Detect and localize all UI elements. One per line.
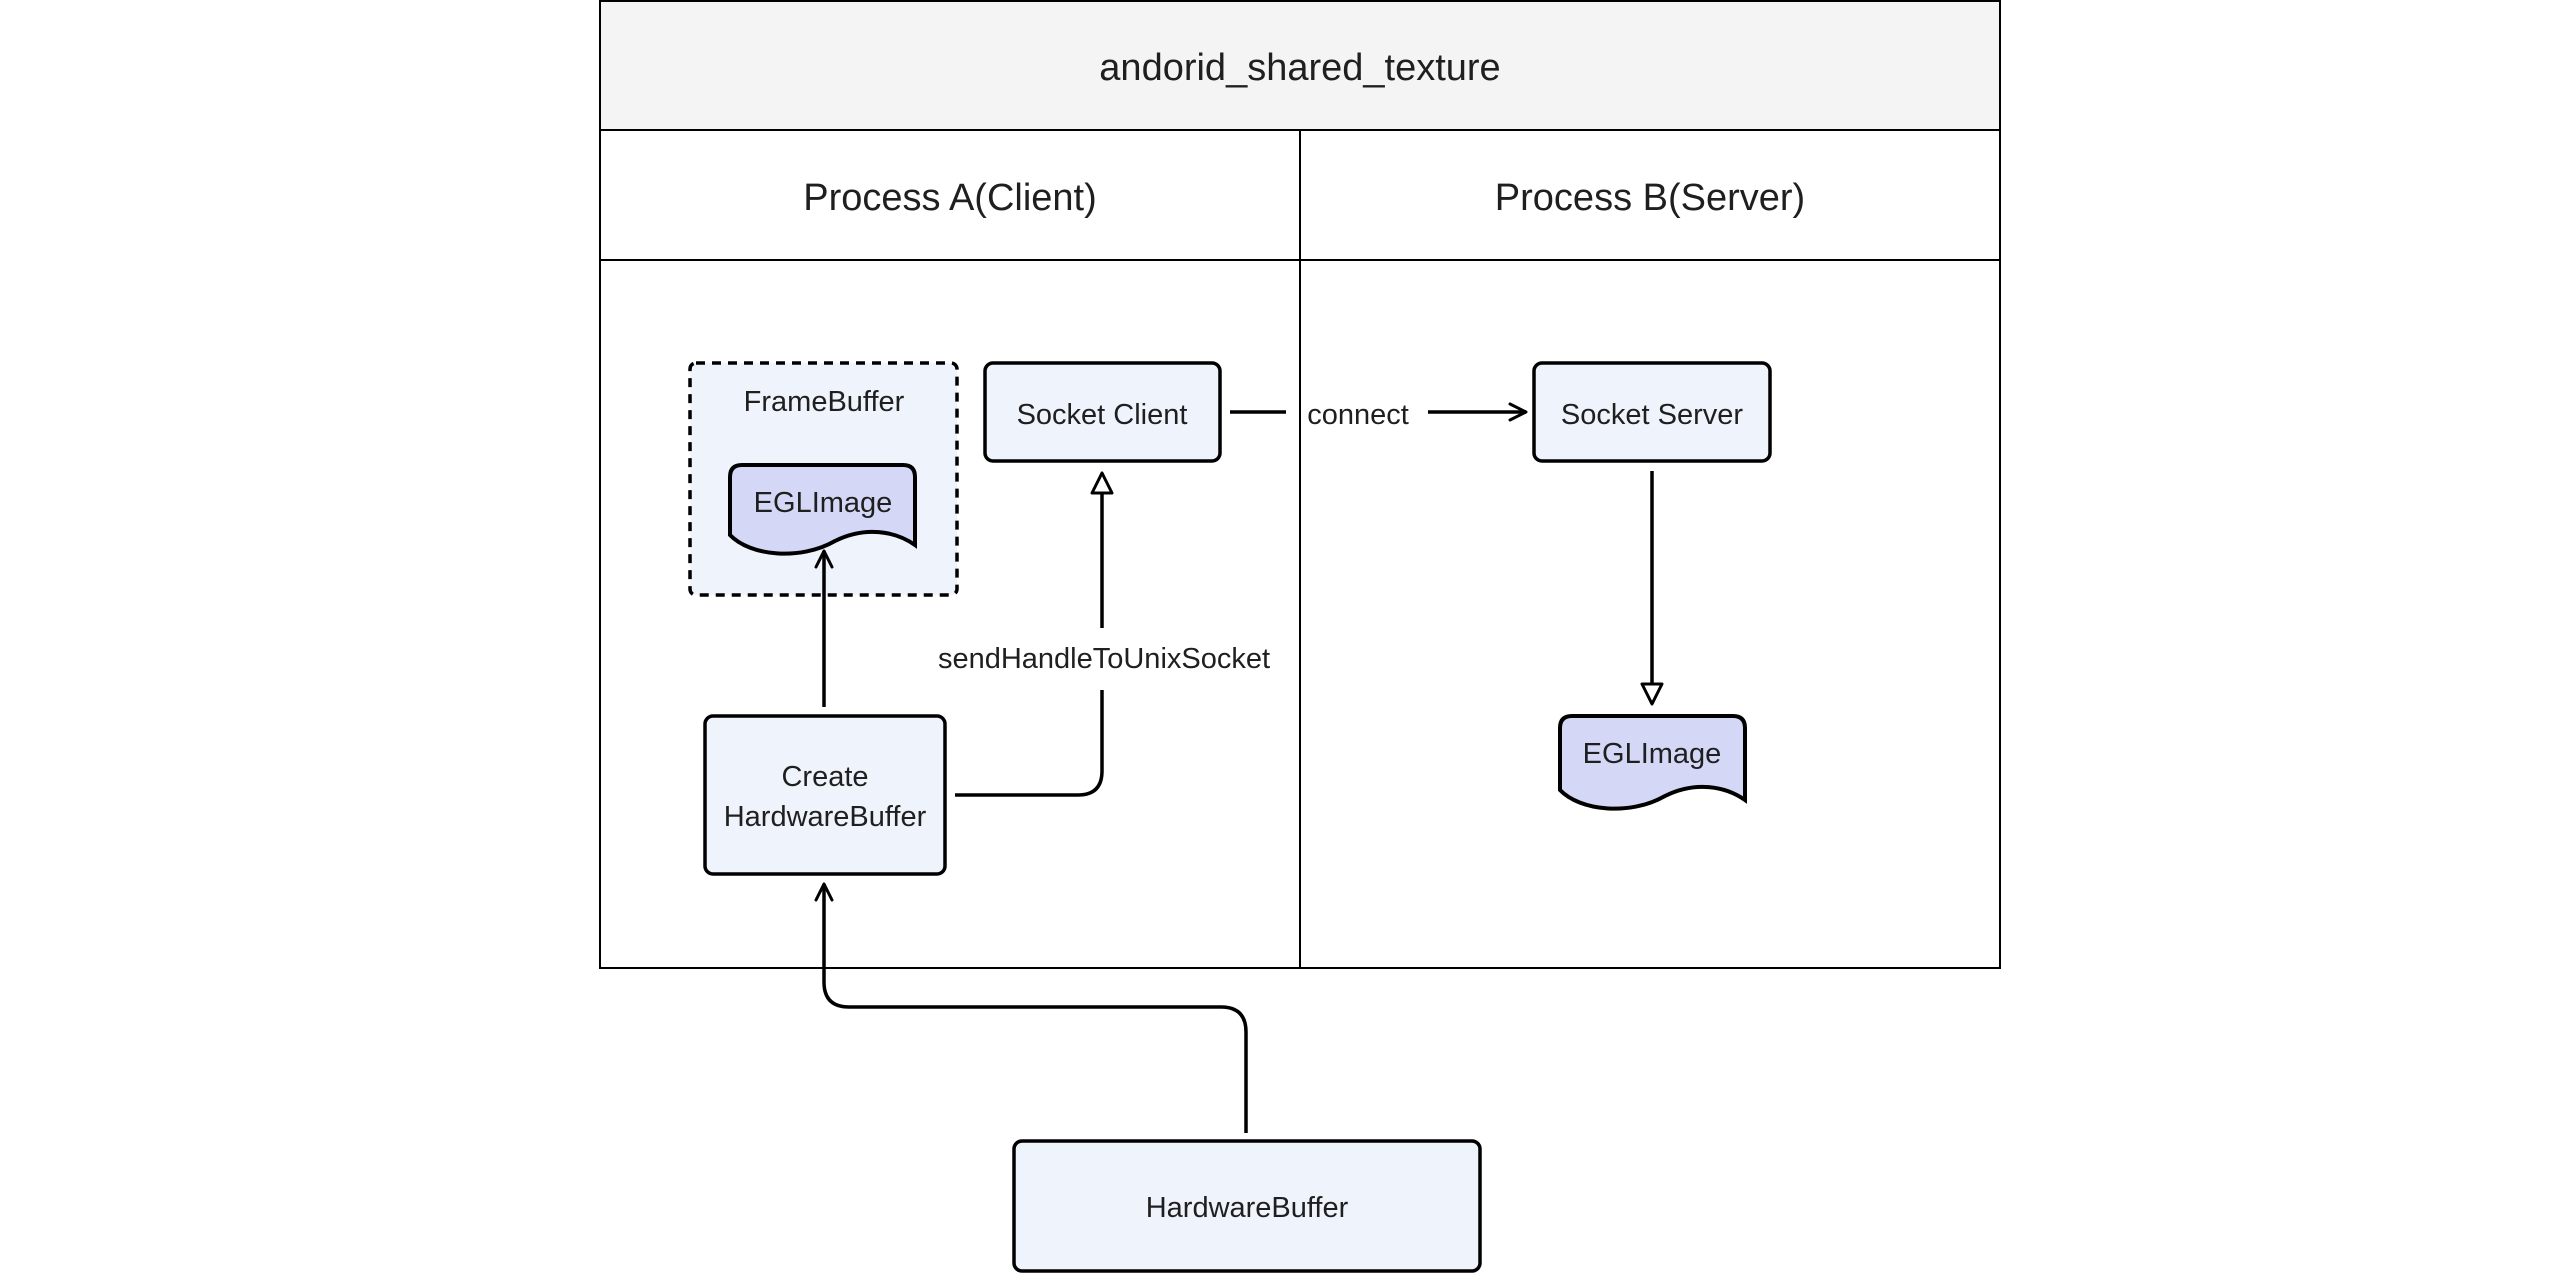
swimlane-frame bbox=[599, 0, 2001, 969]
edge-send-handle bbox=[955, 690, 1104, 797]
eglimage-server-node[interactable] bbox=[1558, 714, 1747, 811]
socket-client-label: Socket Client bbox=[1017, 399, 1188, 431]
socket-server-node[interactable] bbox=[1532, 361, 1772, 463]
lane-header-server bbox=[1299, 129, 2001, 261]
edge-hardwarebuffer-to-create bbox=[814, 882, 1248, 1133]
socket-client-node[interactable] bbox=[983, 361, 1222, 463]
framebuffer-label: FrameBuffer bbox=[744, 386, 905, 418]
lane-header-client bbox=[599, 129, 1301, 261]
socket-server-label: Socket Server bbox=[1561, 399, 1743, 431]
eglimage-client-label: EGLImage bbox=[754, 487, 893, 519]
lane-label-server: Process B(Server) bbox=[1495, 177, 1805, 219]
eglimage-client-node[interactable] bbox=[728, 463, 917, 556]
edge-label-connect: connect bbox=[1307, 399, 1409, 431]
create-hardwarebuffer-label-line2: HardwareBuffer bbox=[724, 801, 927, 833]
title-header bbox=[599, 0, 2001, 131]
lane-label-client: Process A(Client) bbox=[803, 177, 1097, 219]
lane-body-server bbox=[1299, 259, 2001, 969]
edge-label-send-handle: sendHandleToUnixSocket bbox=[938, 643, 1270, 675]
eglimage-server-label: EGLImage bbox=[1583, 738, 1722, 770]
create-hardwarebuffer-label-line1: Create bbox=[781, 761, 868, 793]
hardwarebuffer-node[interactable] bbox=[1012, 1139, 1482, 1273]
diagram-title: andorid_shared_texture bbox=[1099, 47, 1500, 89]
hardwarebuffer-label: HardwareBuffer bbox=[1146, 1192, 1349, 1224]
create-hardwarebuffer-node[interactable] bbox=[703, 714, 947, 876]
